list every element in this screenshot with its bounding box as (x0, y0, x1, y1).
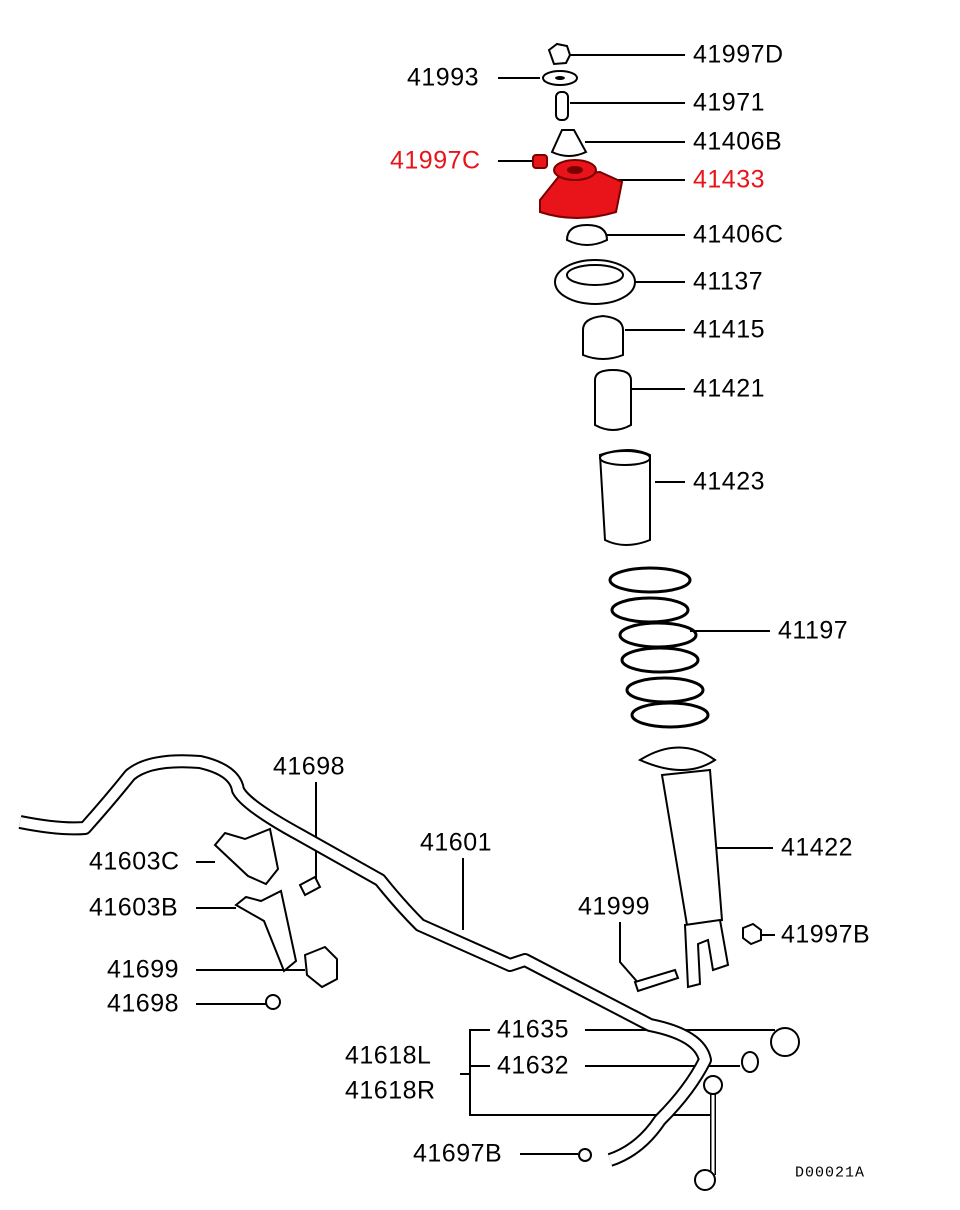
nut-41698 (265, 994, 281, 1010)
label-41137[interactable]: 41137 (693, 267, 764, 296)
label-41997D[interactable]: 41997D (693, 40, 784, 69)
label-41971[interactable]: 41971 (693, 88, 766, 117)
label-41635[interactable]: 41635 (497, 1015, 570, 1044)
dust-cover-41415 (582, 314, 624, 360)
washer-41632 (741, 1051, 759, 1073)
label-41697B[interactable]: 41697B (413, 1139, 503, 1168)
label-41698-bottom[interactable]: 41698 (107, 989, 180, 1018)
label-41993[interactable]: 41993 (407, 63, 480, 92)
shock-absorber-41422 (637, 746, 724, 927)
label-41618L[interactable]: 41618L (345, 1041, 432, 1070)
label-41997C[interactable]: 41997C (390, 146, 481, 175)
bolt-41698-top (298, 875, 322, 897)
bracket-41603C (213, 827, 280, 886)
bolt-41999 (633, 968, 680, 993)
label-41423[interactable]: 41423 (693, 467, 766, 496)
nut-41997B (742, 922, 762, 946)
label-41699[interactable]: 41699 (107, 955, 180, 984)
label-41197[interactable]: 41197 (778, 616, 849, 645)
coil-spring-41197 (608, 566, 710, 729)
nut-41697B (578, 1148, 592, 1162)
cap-41406B (550, 129, 588, 157)
label-41618R[interactable]: 41618R (345, 1076, 436, 1105)
nut-41997D (547, 42, 572, 66)
label-41999[interactable]: 41999 (578, 892, 651, 921)
label-41421[interactable]: 41421 (693, 374, 766, 403)
bracket-41603B (234, 889, 298, 973)
collar-41971 (555, 91, 569, 121)
label-41406B[interactable]: 41406B (693, 127, 783, 156)
label-41601[interactable]: 41601 (420, 828, 493, 857)
label-41433[interactable]: 41433 (693, 165, 766, 194)
nut-41997C (532, 154, 548, 169)
diagram-code: D00021A (795, 1164, 866, 1182)
leader-lines (196, 54, 775, 1155)
bushing-41699 (303, 945, 338, 989)
label-41632[interactable]: 41632 (497, 1051, 570, 1080)
label-41603C[interactable]: 41603C (89, 847, 180, 876)
label-41997B[interactable]: 41997B (781, 920, 871, 949)
bushing-41406C (565, 223, 609, 246)
link-41618-bottom (694, 1169, 716, 1191)
label-41603B[interactable]: 41603B (89, 893, 179, 922)
label-41406C[interactable]: 41406C (693, 220, 784, 249)
label-41415[interactable]: 41415 (693, 315, 766, 344)
label-41422[interactable]: 41422 (781, 833, 854, 862)
bump-stop-41421 (594, 368, 632, 431)
fork-bracket (683, 918, 730, 989)
strut-mount-41433 (539, 170, 624, 219)
stabilizer-assembly (18, 754, 800, 1191)
bushing-41635 (770, 1027, 800, 1057)
label-41698-top[interactable]: 41698 (273, 752, 346, 781)
link-41618-top (703, 1075, 723, 1095)
strut-assembly (532, 42, 762, 993)
